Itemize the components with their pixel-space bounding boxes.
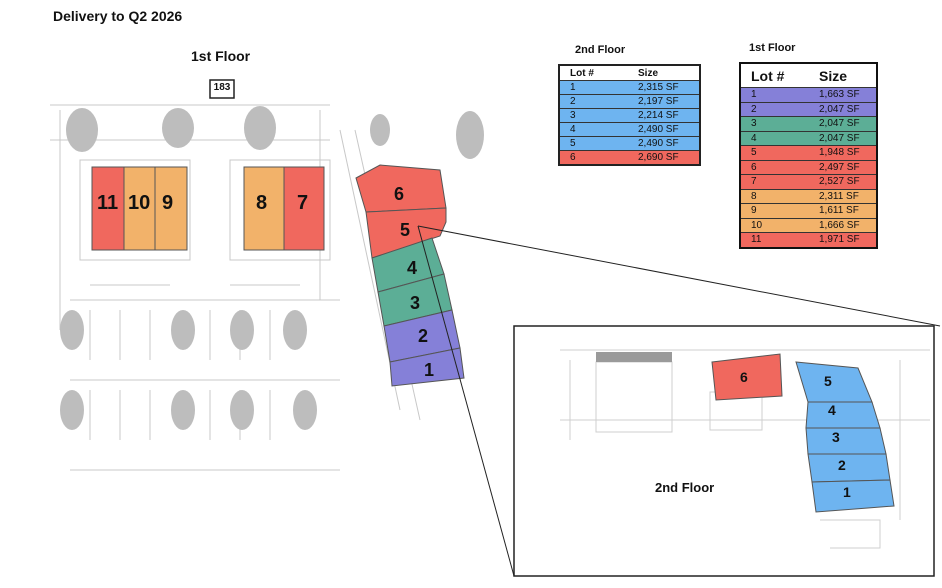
lot-number-cell: 4	[740, 130, 809, 146]
column-header-size: Size	[628, 65, 700, 81]
lot-number-cell: 3	[559, 108, 628, 123]
lot-size-cell: 2,047 SF	[809, 101, 877, 117]
lot-number-cell: 9	[740, 203, 809, 218]
first-floor-table-title: 1st Floor	[749, 42, 796, 54]
lot-1-label: 1	[424, 360, 435, 380]
lot-size-cell: 1,663 SF	[809, 87, 877, 102]
lot-size-cell: 1,971 SF	[809, 232, 877, 248]
lot-size-cell: 2,197 SF	[628, 94, 700, 109]
lot-number-cell: 11	[740, 232, 809, 248]
lot-number-cell: 2	[559, 94, 628, 109]
table-header-row: Lot # Size	[559, 65, 700, 81]
lot-size-cell: 2,690 SF	[628, 150, 700, 165]
lot-number-cell: 6	[559, 150, 628, 165]
column-header-lot: Lot #	[740, 63, 809, 88]
inset-connector-lines	[417, 225, 941, 577]
lot-6-label: 6	[394, 184, 405, 204]
lot-number-cell: 2	[740, 101, 809, 117]
inset-lot-2-label: 2	[838, 457, 846, 473]
lot-size-cell: 2,047 SF	[809, 130, 877, 146]
building-west	[91, 166, 188, 251]
lot-2-label: 2	[418, 326, 429, 346]
second-floor-table-title: 2nd Floor	[575, 44, 626, 56]
inset-lot-3-label: 3	[832, 429, 840, 445]
lot-5-label: 5	[400, 220, 411, 240]
lot-size-cell: 1,948 SF	[809, 145, 877, 160]
lot-4-label: 4	[407, 258, 418, 278]
column-header-lot: Lot #	[559, 65, 628, 81]
building-east	[355, 164, 465, 387]
first-floor-plan-label: 1st Floor	[191, 48, 251, 64]
lot-size-cell: 2,490 SF	[628, 122, 700, 137]
column-header-size: Size	[809, 63, 877, 88]
highway-shield-icon	[209, 79, 235, 99]
lot-number-cell: 8	[740, 188, 809, 204]
lot-size-cell: 1,666 SF	[809, 217, 877, 233]
lot-size-cell: 2,214 SF	[628, 108, 700, 123]
lot-number-cell: 10	[740, 217, 809, 233]
inset-lot-6-label: 6	[740, 369, 748, 385]
lot-9-label: 9	[162, 192, 174, 214]
lot-size-cell: 2,311 SF	[809, 188, 877, 204]
inset-wall	[596, 352, 672, 362]
inset-lot-5-label: 5	[824, 373, 832, 389]
lot-number-cell: 1	[740, 87, 809, 102]
inset-lot-4-label: 4	[828, 402, 836, 418]
lot-3-label: 3	[410, 293, 421, 313]
table-header-row: Lot # Size	[740, 63, 877, 88]
lot-number-cell: 1	[559, 80, 628, 95]
lot-11-label: 11	[97, 192, 119, 214]
lot-number-cell: 4	[559, 122, 628, 137]
inset-building	[711, 353, 895, 513]
lot-number-cell: 5	[559, 136, 628, 151]
lot-size-cell: 1,611 SF	[809, 203, 877, 218]
lot-size-cell: 2,047 SF	[809, 116, 877, 131]
lot-size-cell: 2,527 SF	[809, 174, 877, 189]
lot-10-label: 10	[128, 192, 151, 214]
lot-size-cell: 2,490 SF	[628, 136, 700, 151]
lot-size-cell: 2,315 SF	[628, 80, 700, 95]
lot-7-label: 7	[297, 192, 309, 214]
lot-number-cell: 7	[740, 174, 809, 189]
inset-lot-1-label: 1	[843, 484, 851, 500]
page-title: Delivery to Q2 2026	[53, 8, 183, 24]
lot-number-cell: 3	[740, 116, 809, 131]
lot-number-cell: 5	[740, 145, 809, 160]
lot-8-label: 8	[256, 192, 268, 214]
building-center	[243, 166, 325, 251]
inset-second-floor-label: 2nd Floor	[655, 480, 715, 495]
lot-number-cell: 6	[740, 159, 809, 175]
lot-size-cell: 2,497 SF	[809, 159, 877, 175]
landscape-islands	[60, 106, 484, 430]
highway-shield-number: 183	[213, 82, 231, 93]
